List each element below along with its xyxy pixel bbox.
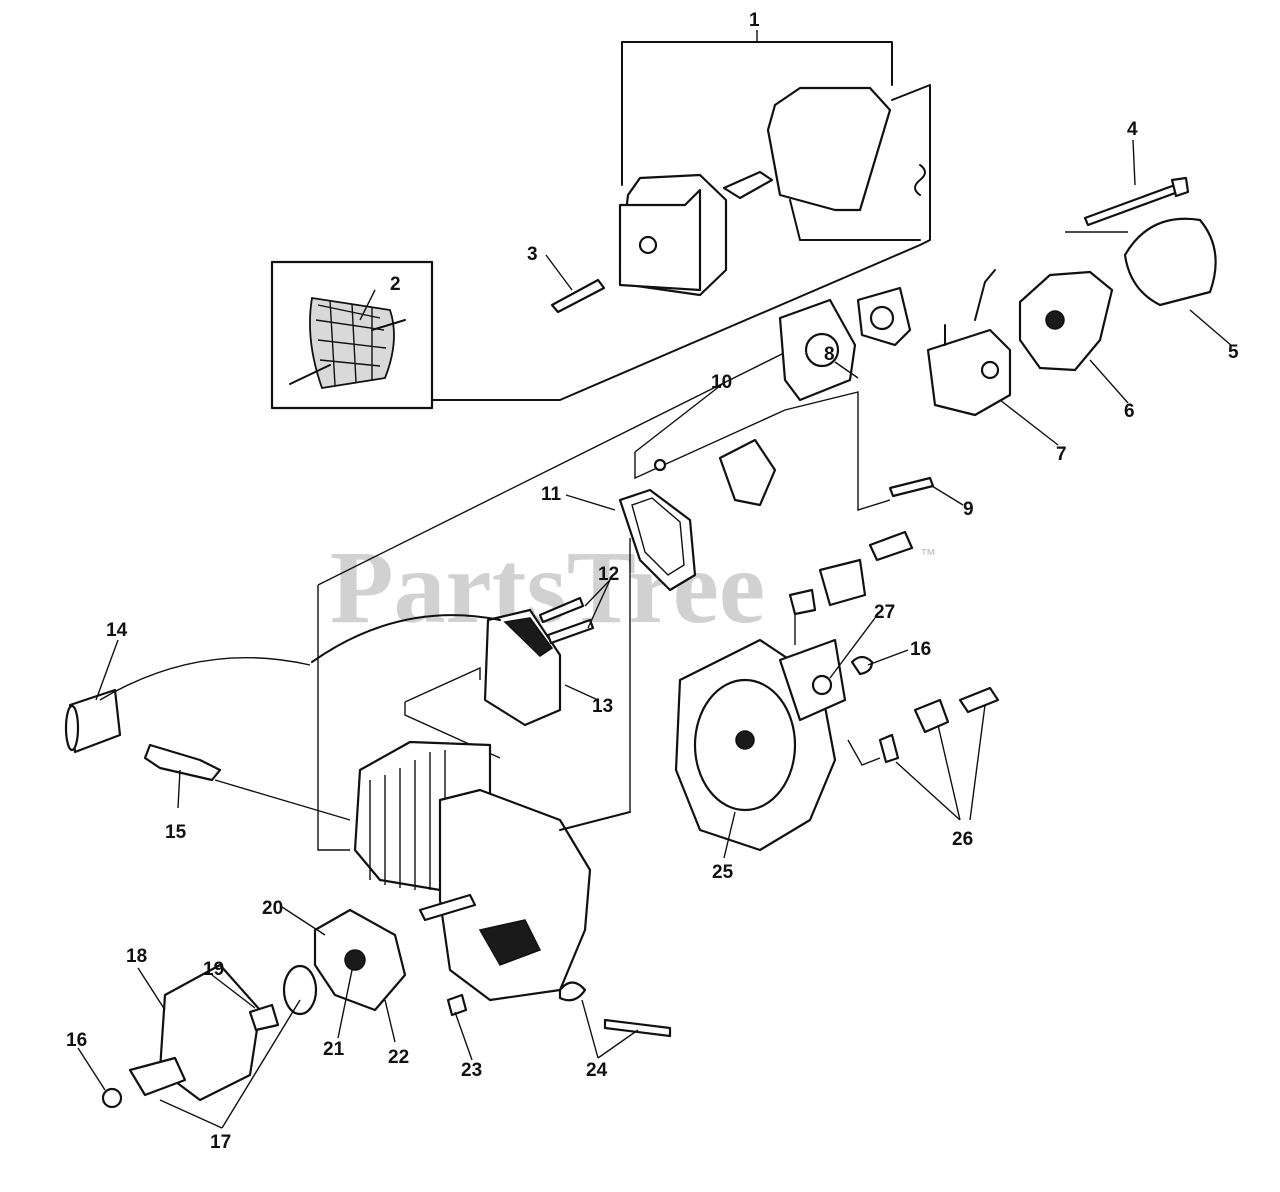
callout-27: 27 xyxy=(874,602,895,623)
callout-9: 9 xyxy=(963,499,974,520)
carburetor-assembly xyxy=(653,269,1012,507)
callout-11: 11 xyxy=(541,484,562,505)
muffler-assembly xyxy=(550,86,921,314)
gasket-11 xyxy=(618,488,697,592)
callout-10: 10 xyxy=(711,372,732,393)
callout-18: 18 xyxy=(126,946,147,967)
inset-box-part-2 xyxy=(270,260,434,410)
filter-parts xyxy=(1018,176,1217,372)
callout-26: 26 xyxy=(952,829,973,850)
callout-17: 17 xyxy=(210,1132,231,1153)
ignition-coil xyxy=(311,596,595,727)
callout-22: 22 xyxy=(388,1047,409,1068)
leader-lines xyxy=(77,30,1233,1129)
callout-1: 1 xyxy=(749,10,760,31)
spark-plug-parts xyxy=(64,657,351,821)
callout-15: 15 xyxy=(165,822,187,843)
callout-7: 7 xyxy=(1056,444,1067,465)
callout-14: 14 xyxy=(106,620,128,641)
callout-labels: 1 2 3 4 5 6 7 8 9 10 11 12 13 14 15 16 1… xyxy=(66,10,1239,1153)
callout-25: 25 xyxy=(712,862,734,883)
callout-24: 24 xyxy=(586,1060,608,1081)
callout-19: 19 xyxy=(203,959,224,980)
callout-12: 12 xyxy=(598,564,619,585)
callout-13: 13 xyxy=(592,696,613,717)
callout-16-bottom: 16 xyxy=(66,1030,87,1051)
callout-21: 21 xyxy=(323,1039,345,1060)
callout-6: 6 xyxy=(1124,401,1135,422)
watermark-trademark: ™ xyxy=(920,547,936,564)
callout-16-top: 16 xyxy=(910,639,931,660)
callout-3: 3 xyxy=(527,244,538,265)
callout-4: 4 xyxy=(1127,119,1138,140)
engine-block xyxy=(353,740,631,1002)
clutch-assembly xyxy=(101,908,672,1109)
callout-8: 8 xyxy=(824,344,835,365)
flywheel-assembly xyxy=(674,530,1000,852)
callout-2: 2 xyxy=(390,274,401,295)
callout-5: 5 xyxy=(1228,342,1239,363)
callout-20: 20 xyxy=(262,898,283,919)
callout-23: 23 xyxy=(461,1060,482,1081)
